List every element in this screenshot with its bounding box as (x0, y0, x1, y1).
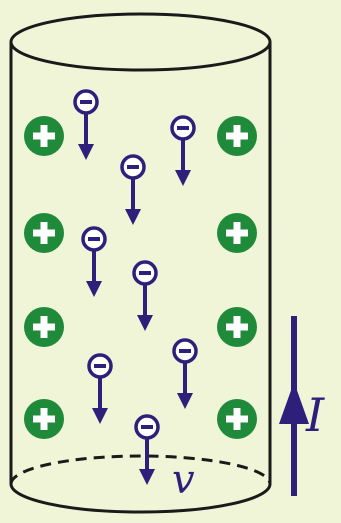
plus-circle-icon (217, 399, 257, 439)
plus-circle-icon (217, 307, 257, 347)
current-label: I (306, 392, 324, 438)
minus-circle-icon (172, 117, 194, 186)
plus-circle-icon (24, 399, 64, 439)
minus-circle-icon (75, 91, 97, 160)
plus-circle-icon (24, 116, 64, 156)
minus-circle-icon (122, 156, 144, 225)
velocity-label: v (172, 460, 195, 500)
plus-circle-icon (217, 213, 257, 253)
minus-circle-icon (174, 340, 196, 409)
minus-circle-icon (136, 416, 158, 485)
plus-circle-icon (24, 307, 64, 347)
minus-circle-icon (134, 262, 156, 331)
minus-circle-icon (83, 228, 105, 297)
minus-circle-icon (89, 355, 111, 424)
plus-circle-icon (217, 116, 257, 156)
cylinder-top-ellipse (11, 14, 270, 70)
current-arrow (279, 316, 309, 496)
plus-circle-icon (24, 213, 64, 253)
cylinder-bottom-front (11, 484, 270, 512)
